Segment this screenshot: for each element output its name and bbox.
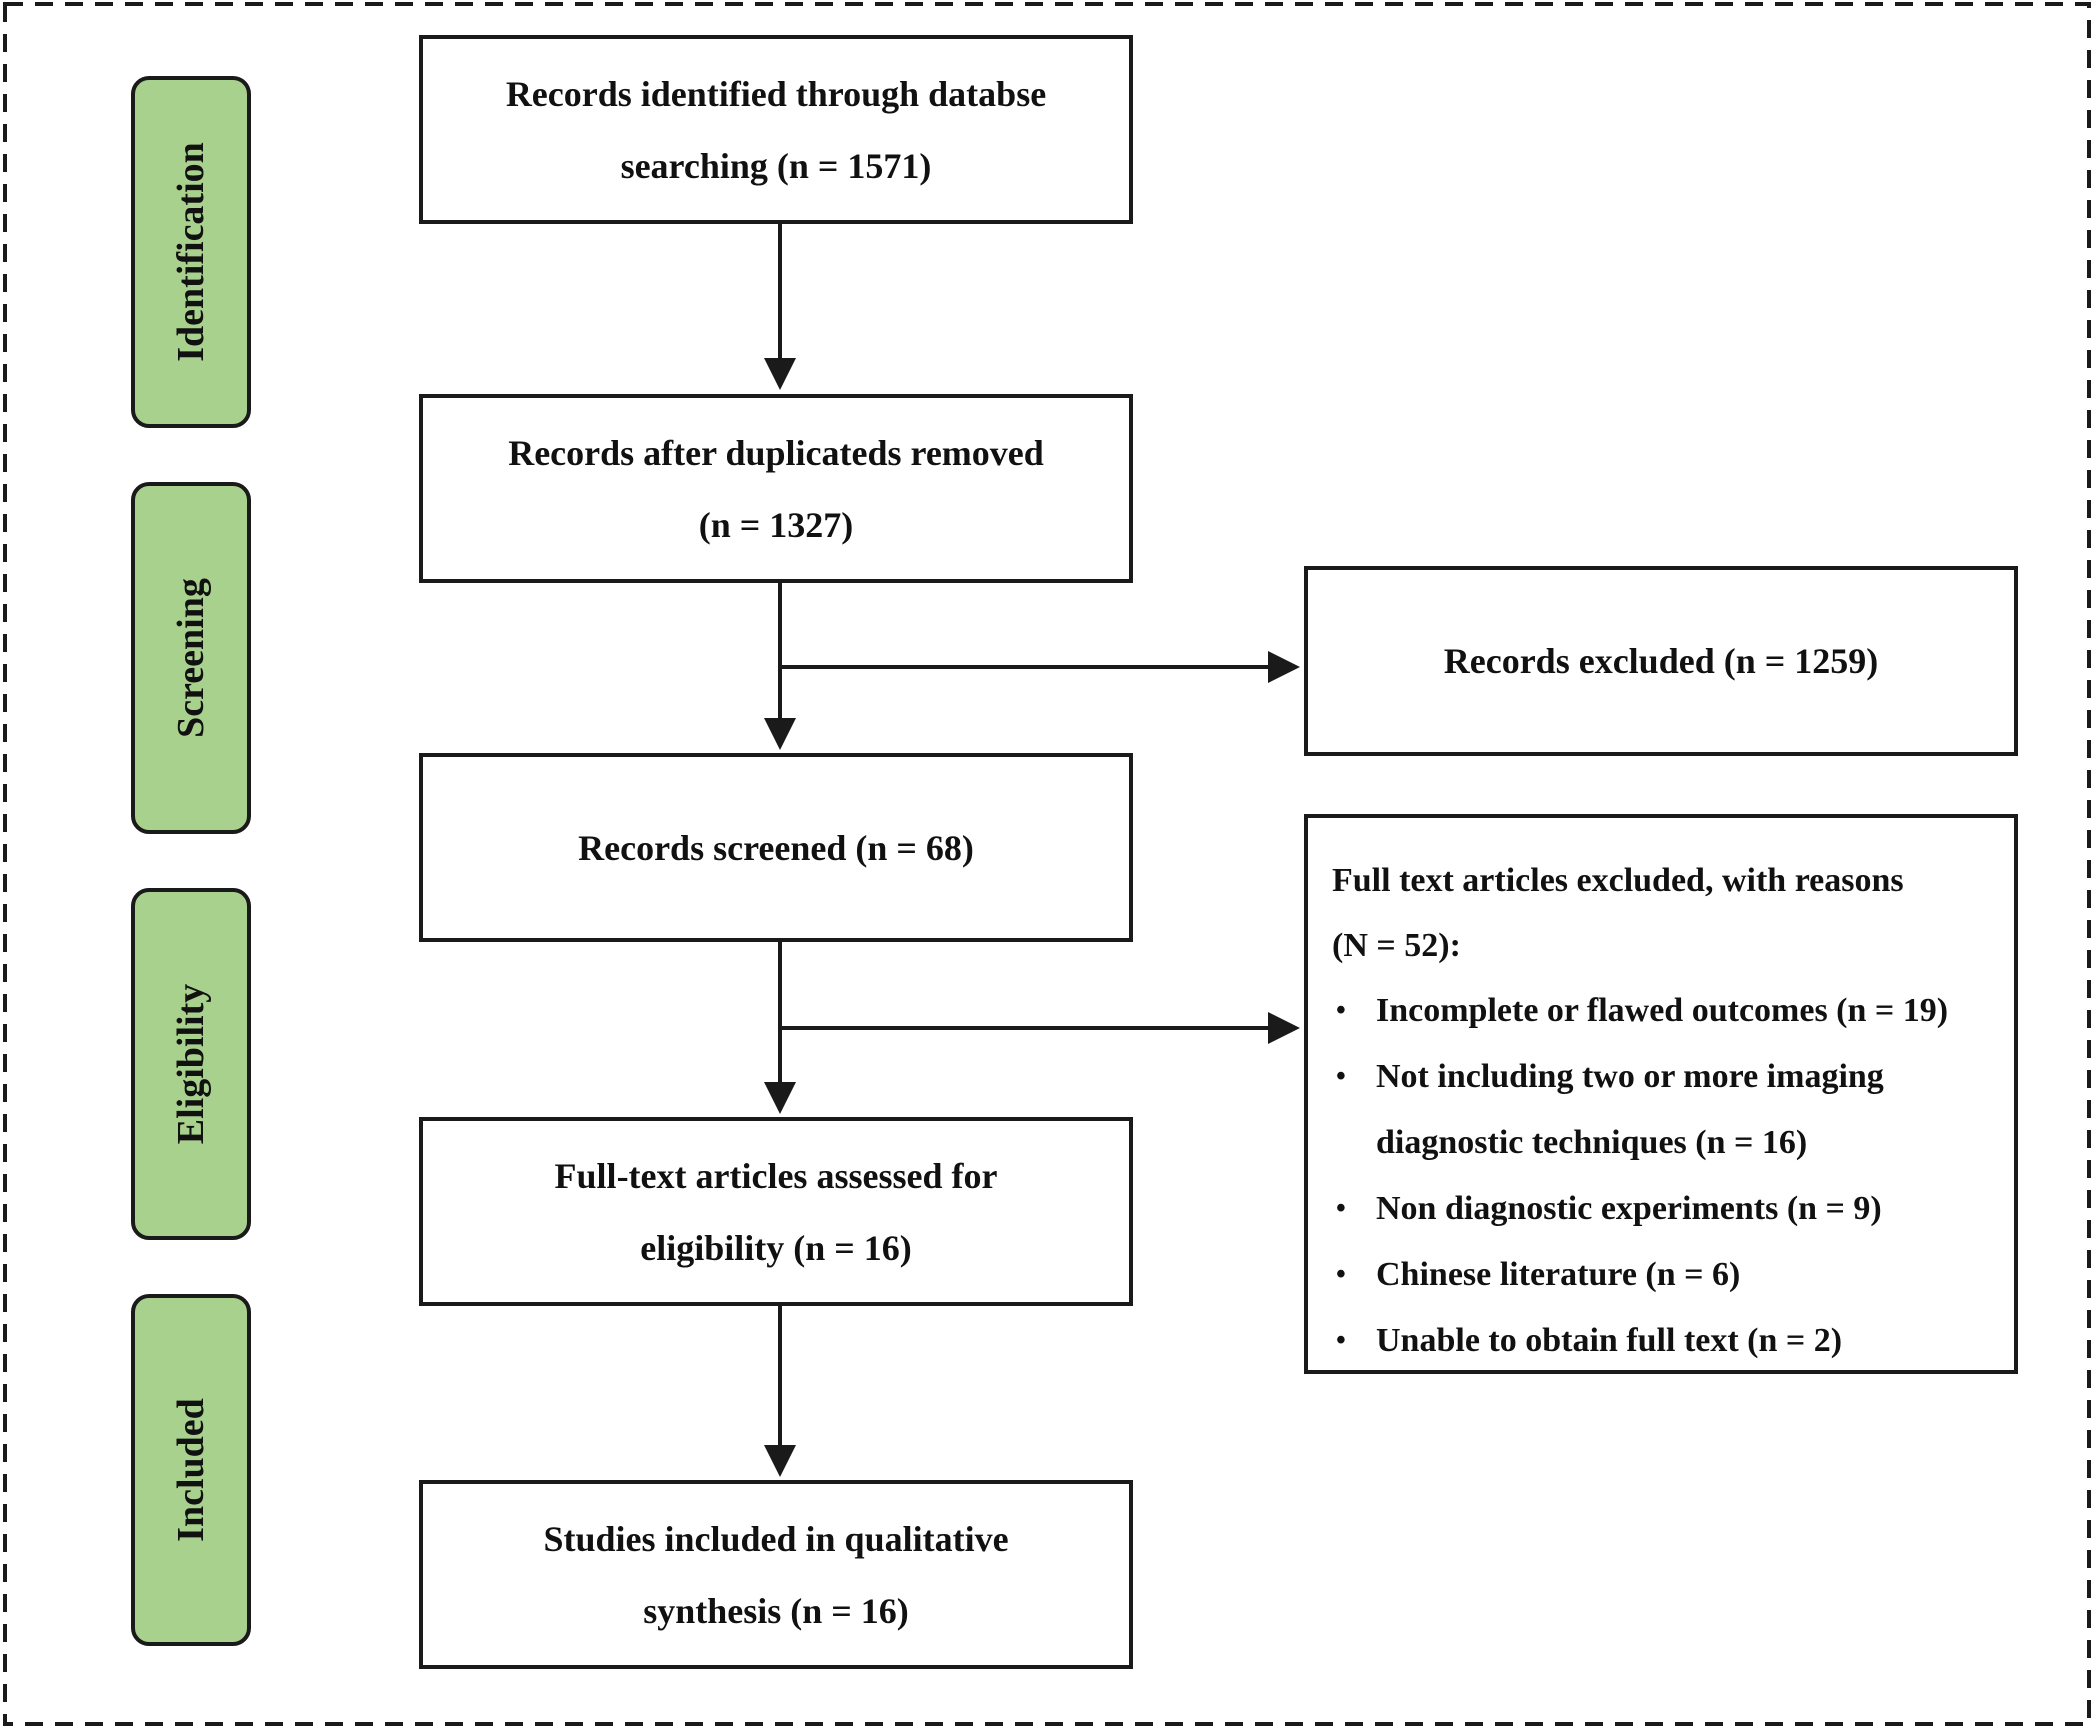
box-records-excluded: Records excluded (n = 1259): [1304, 566, 2018, 756]
records-excluded-text: Records excluded (n = 1259): [1443, 641, 1879, 681]
reason-text: Unable to obtain full text (n = 2): [1376, 1322, 1843, 1359]
dashed-border: [3, 2, 2091, 1726]
reason-text: Non diagnostic experiments (n = 9): [1376, 1190, 1882, 1227]
stage-included-label: Included: [170, 1398, 212, 1542]
bullet-icon: •: [1336, 1325, 1346, 1356]
box-records-screened: Records screened (n = 68): [419, 753, 1133, 942]
fulltext-excluded-heading: (N = 52):: [1332, 927, 1461, 964]
box-fulltext-excluded: Full text articles excluded, with reason…: [1304, 814, 2018, 1374]
box-records-identified-text: Records identified through databse searc…: [506, 58, 1046, 202]
stage-eligibility: Eligibility: [131, 888, 251, 1240]
list-item: • Unable to obtain full text (n = 2): [1332, 1308, 1994, 1374]
exclusion-reasons-list: • Incomplete or flawed outcomes (n = 19)…: [1332, 978, 1994, 1374]
stage-identification: Identification: [131, 76, 251, 428]
box-studies-included-text: Studies included in qualitative synthesi…: [543, 1503, 1008, 1647]
reason-text: Not including two or more imaging: [1376, 1058, 1884, 1095]
stage-included: Included: [131, 1294, 251, 1646]
bullet-icon: •: [1336, 995, 1346, 1026]
box-line: searching (n = 1571): [620, 145, 932, 186]
box-line: Records after duplicateds removed: [508, 432, 1044, 473]
bullet-icon: •: [1336, 1259, 1346, 1290]
box-line: Records screened (n = 68): [578, 827, 974, 868]
box-records-after-duplicates: Records after duplicateds removed (n = 1…: [419, 394, 1133, 583]
stage-screening: Screening: [131, 482, 251, 834]
box-records-identified: Records identified through databse searc…: [419, 35, 1133, 224]
box-line: Records identified through databse: [505, 73, 1047, 114]
list-item: • Not including two or more imaging diag…: [1332, 1044, 1994, 1176]
box-fulltext-assessed-text: Full-text articles assessed for eligibil…: [555, 1140, 998, 1284]
stage-screening-label: Screening: [170, 578, 212, 738]
box-line: (n = 1327): [698, 504, 854, 545]
fulltext-excluded-heading: Full text articles excluded, with reason…: [1332, 862, 1904, 899]
box-line: Full-text articles assessed for: [554, 1155, 998, 1196]
bullet-icon: •: [1336, 1061, 1346, 1092]
list-item: • Non diagnostic experiments (n = 9): [1332, 1176, 1994, 1242]
box-fulltext-assessed: Full-text articles assessed for eligibil…: [419, 1117, 1133, 1306]
reason-text: Incomplete or flawed outcomes (n = 19): [1376, 992, 1949, 1029]
box-records-screened-text: Records screened (n = 68): [578, 812, 974, 884]
list-item: • Incomplete or flawed outcomes (n = 19): [1332, 978, 1994, 1044]
reason-text: diagnostic techniques (n = 16): [1376, 1124, 1808, 1161]
stage-identification-label: Identification: [170, 142, 212, 362]
bullet-icon: •: [1336, 1193, 1346, 1224]
reason-text: Chinese literature (n = 6): [1376, 1256, 1741, 1293]
box-studies-included: Studies included in qualitative synthesi…: [419, 1480, 1133, 1669]
box-line: synthesis (n = 16): [643, 1590, 909, 1631]
box-line: Studies included in qualitative: [543, 1518, 1009, 1559]
box-records-after-duplicates-text: Records after duplicateds removed (n = 1…: [508, 417, 1044, 561]
stage-eligibility-label: Eligibility: [170, 983, 212, 1145]
box-line: eligibility (n = 16): [640, 1227, 912, 1268]
list-item: • Chinese literature (n = 6): [1332, 1242, 1994, 1308]
